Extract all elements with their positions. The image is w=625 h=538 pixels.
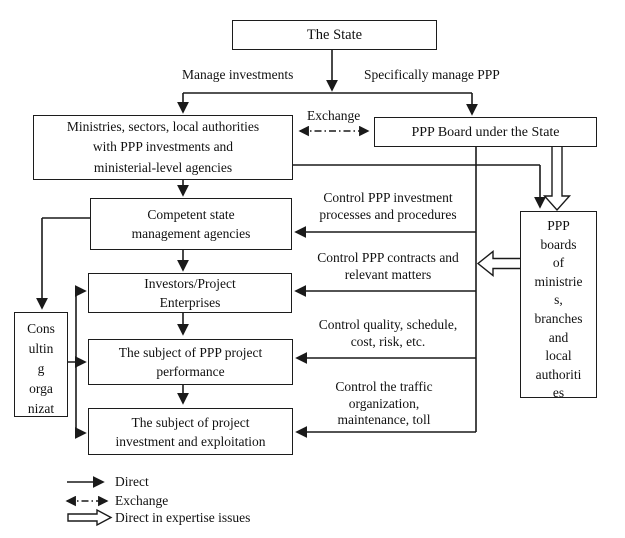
node-label-line: and bbox=[548, 329, 569, 345]
legend-label-direct: Direct bbox=[115, 474, 149, 489]
hollow-arrow-boards-left bbox=[476, 250, 520, 277]
node-label-line: nizat bbox=[27, 401, 55, 416]
edge-label-exchange: Exchange bbox=[307, 108, 361, 123]
node-label-line: The subject of project bbox=[131, 414, 250, 430]
node-label-line: es bbox=[552, 385, 565, 398]
edge-label-control-contracts: Control PPP contracts and relevant matte… bbox=[303, 250, 473, 283]
edge-label-specifically-manage-ppp: Specifically manage PPP bbox=[364, 67, 500, 82]
node-label-line: Competent state bbox=[147, 207, 235, 222]
node-label-line: with PPP investments and bbox=[92, 139, 234, 155]
edge-label-control-quality: Control quality, schedule, cost, risk, e… bbox=[303, 317, 473, 350]
node-label: The State bbox=[306, 26, 363, 43]
node-label-line: performance bbox=[156, 364, 225, 379]
node-label-line: authoriti bbox=[535, 366, 582, 382]
node-consulting-organization: Cons ultin g orga nizat bbox=[14, 312, 68, 417]
edge-label-manage-investments: Manage investments bbox=[182, 67, 294, 82]
node-ppp-boards-ministries: PPP boards of ministrie s, branches and … bbox=[520, 211, 597, 398]
edge-label-line: Control quality, schedule, bbox=[318, 317, 458, 332]
edge-label-line: maintenance, toll bbox=[337, 412, 431, 427]
node-label-line: g bbox=[37, 361, 45, 376]
node-label-line: boards bbox=[540, 236, 577, 252]
node-ppp-board-under-state: PPP Board under the State bbox=[374, 117, 597, 147]
expertise-arrows bbox=[67, 147, 572, 527]
node-label-line: Enterprises bbox=[159, 295, 221, 310]
node-label-line: ultin bbox=[28, 341, 54, 356]
node-label-line: PPP bbox=[547, 218, 570, 233]
node-label-line: management agencies bbox=[131, 226, 251, 241]
legend-label-expertise: Direct in expertise issues bbox=[115, 510, 251, 525]
direct-arrows bbox=[36, 50, 546, 488]
edge-label-control-investment: Control PPP investment processes and pro… bbox=[303, 190, 473, 223]
node-label-line: ministrie bbox=[534, 273, 583, 289]
node-investors-enterprises: Investors/Project Enterprises bbox=[88, 273, 292, 313]
node-label-line: orga bbox=[29, 381, 53, 396]
node-label-line: branches bbox=[534, 310, 583, 326]
edge-label-line: cost, risk, etc. bbox=[350, 333, 426, 349]
node-label: PPP Board under the State bbox=[411, 124, 560, 140]
node-label-line: ministerial-level agencies bbox=[93, 159, 233, 175]
edge-label-line: Control PPP investment bbox=[323, 190, 453, 205]
node-label-line: s, bbox=[554, 292, 563, 308]
edge-label-line: Control the traffic bbox=[335, 379, 433, 394]
edge-label-line: Control PPP contracts and bbox=[317, 250, 459, 265]
node-the-state: The State bbox=[232, 20, 437, 50]
node-label-line: Ministries, sectors, local authorities bbox=[66, 118, 260, 134]
node-label-line: The subject of PPP project bbox=[118, 345, 263, 360]
hollow-arrow-board-to-boards bbox=[542, 147, 572, 212]
node-competent-agencies: Competent state management agencies bbox=[90, 198, 292, 250]
node-ppp-performance-subject: The subject of PPP project performance bbox=[88, 339, 293, 385]
exchange-arrows bbox=[65, 125, 370, 507]
node-ministries: Ministries, sectors, local authorities w… bbox=[33, 115, 293, 180]
edge-label-control-traffic: Control the traffic organization, mainte… bbox=[318, 379, 450, 429]
edge-label-line: relevant matters bbox=[344, 266, 432, 282]
edge-label-line: organization, bbox=[348, 395, 420, 411]
node-label-line: local bbox=[545, 348, 572, 364]
node-label-line: Investors/Project bbox=[144, 276, 236, 291]
edge-label-line: processes and procedures bbox=[319, 206, 457, 222]
node-investment-exploitation-subject: The subject of project investment and ex… bbox=[88, 408, 293, 455]
legend-label-exchange: Exchange bbox=[115, 493, 169, 508]
node-label-line: investment and exploitation bbox=[115, 433, 266, 449]
node-label-line: Cons bbox=[27, 321, 55, 336]
node-label-line: of bbox=[552, 255, 565, 271]
legend-expertise-arrow bbox=[67, 508, 113, 527]
